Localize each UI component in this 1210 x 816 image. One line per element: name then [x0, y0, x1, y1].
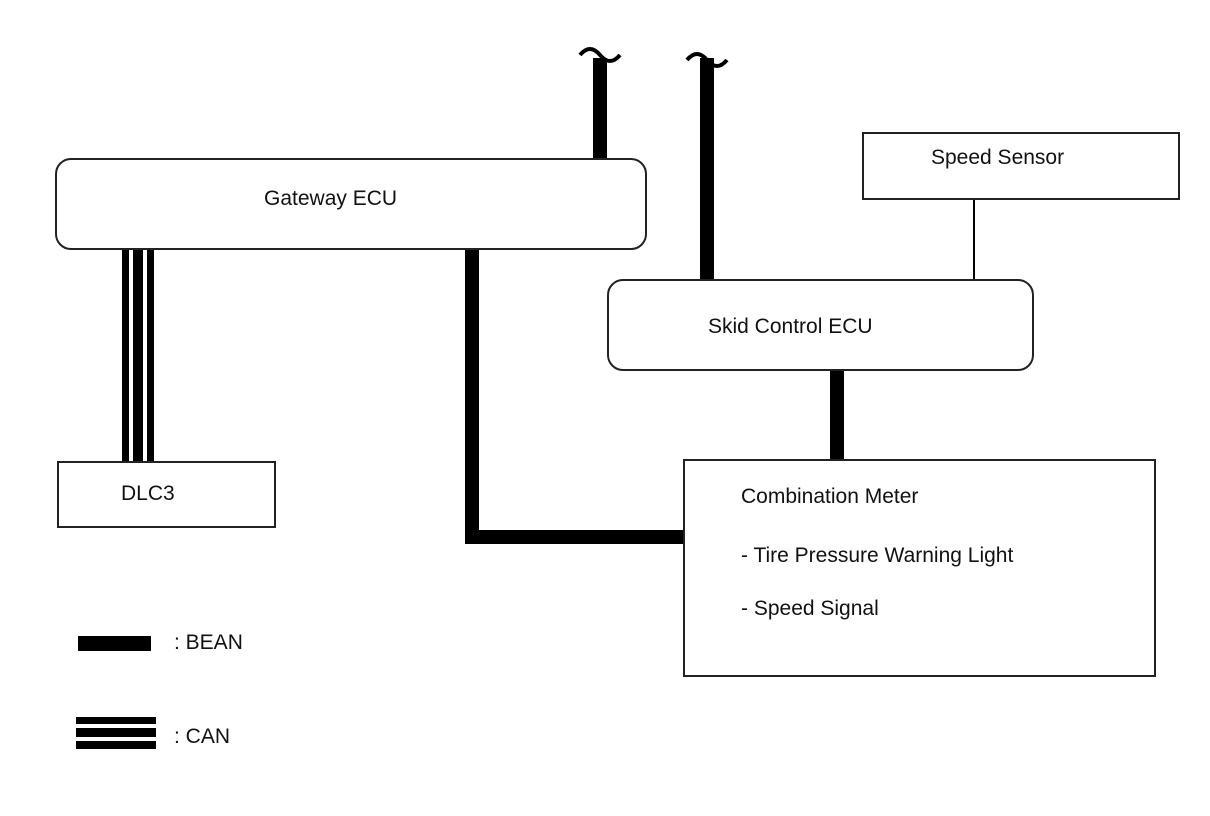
- legend-bean-symbol: [78, 636, 151, 651]
- skid-control-ecu-box: Skid Control ECU: [607, 279, 1034, 371]
- combination-meter-item: - Tire Pressure Warning Light: [741, 544, 1014, 567]
- legend-can-symbol: [76, 717, 156, 749]
- dlc3-label: DLC3: [121, 482, 175, 505]
- speed-sensor-box: Speed Sensor: [862, 132, 1180, 200]
- speed-sensor-label: Speed Sensor: [931, 146, 1065, 169]
- can-line-gateway-dlc3: [122, 249, 154, 461]
- combination-meter-item: - Speed Signal: [741, 597, 879, 620]
- legend-can-label: : CAN: [174, 725, 231, 748]
- gateway-ecu-label: Gateway ECU: [264, 187, 398, 210]
- legend-bean-label: : BEAN: [174, 631, 243, 654]
- skid-control-ecu-label: Skid Control ECU: [708, 315, 873, 338]
- gateway-ecu-box: Gateway ECU: [55, 158, 647, 250]
- offpage-break-mark-1: [578, 47, 622, 63]
- combination-meter-box: Combination Meter - Tire Pressure Warnin…: [683, 459, 1156, 677]
- offpage-break-mark-2: [685, 52, 729, 68]
- bean-line-gateway-meter: [465, 249, 684, 544]
- combination-meter-title: Combination Meter: [741, 485, 919, 508]
- dlc3-box: DLC3: [57, 461, 276, 528]
